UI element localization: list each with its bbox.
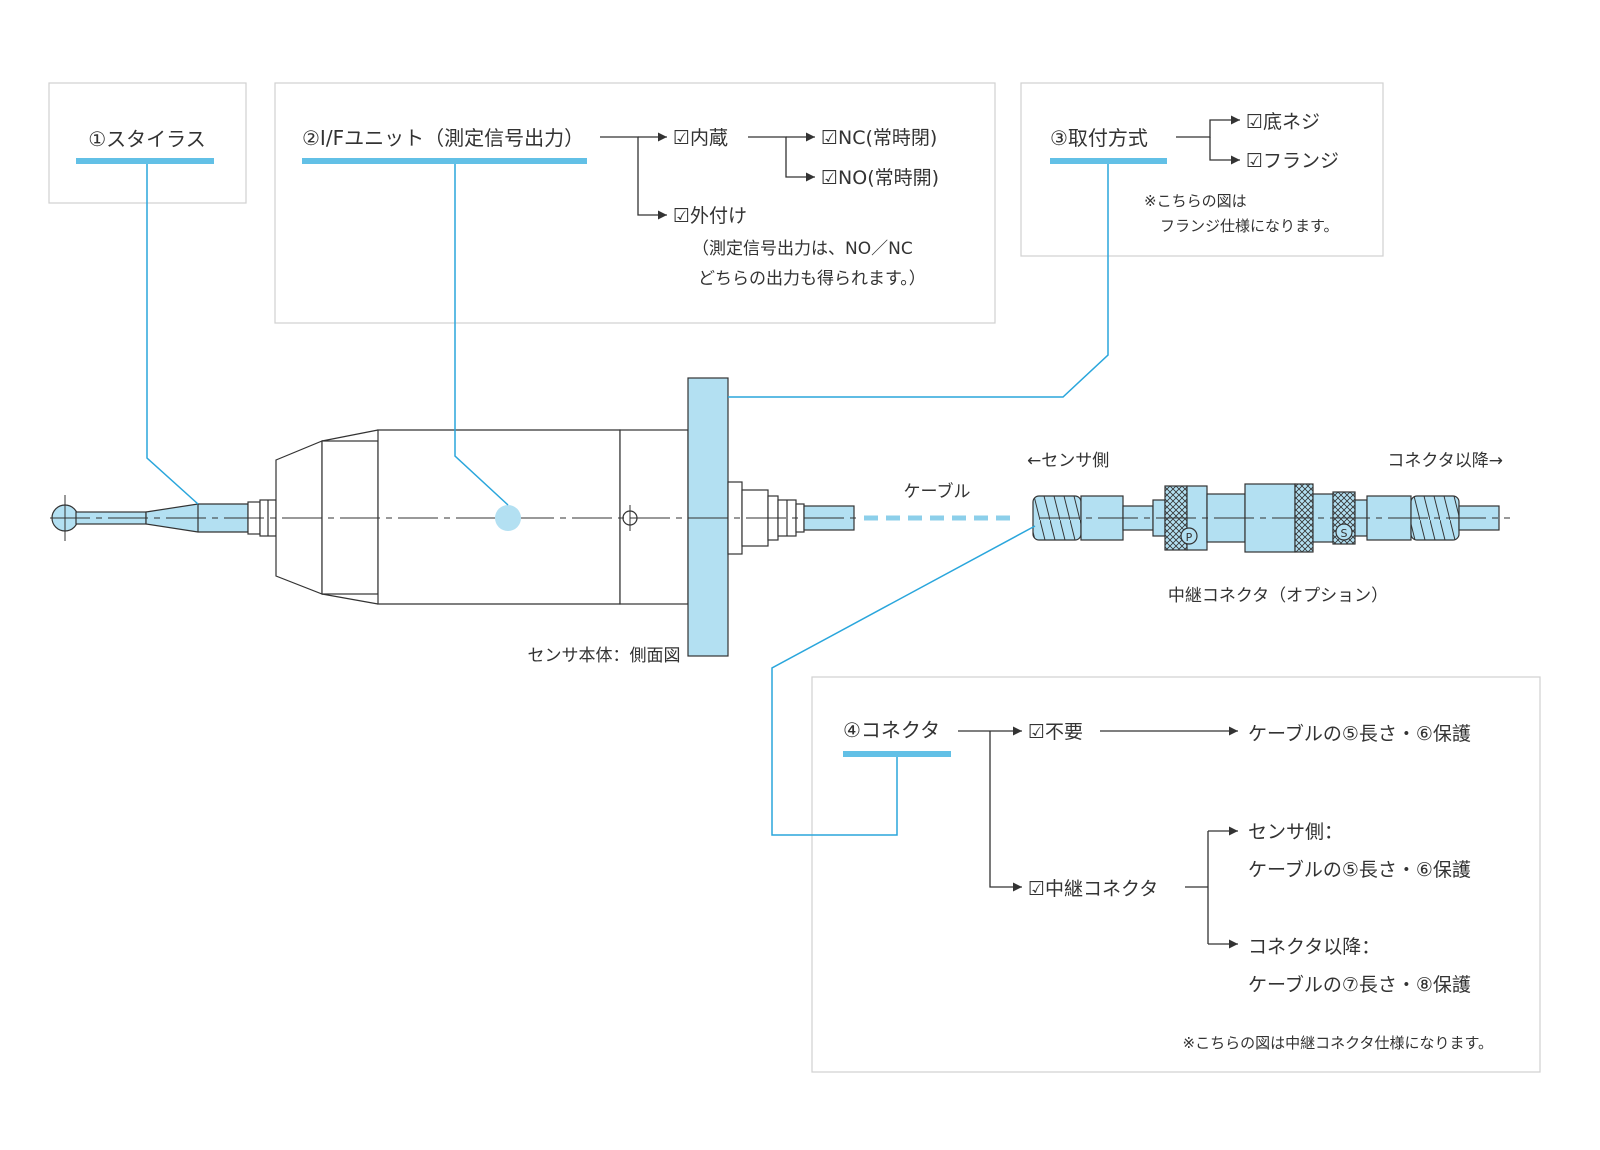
- opt-no-connector: ☑不要: [1028, 721, 1083, 743]
- leader-connector: [771, 525, 1036, 836]
- leader-stylus: [146, 164, 199, 505]
- connector-note: ※こちらの図は中継コネクタ仕様になります。: [1183, 1034, 1493, 1052]
- opt-external: ☑外付け: [673, 205, 747, 227]
- cable-label: ケーブル: [904, 481, 971, 502]
- sensor-side-label: センサ側：: [1248, 821, 1343, 843]
- relay-caption: 中継コネクタ（オプション）: [1168, 586, 1388, 606]
- mounting-note-2: フランジ仕様になります。: [1160, 217, 1339, 235]
- connector-underline: [843, 751, 951, 757]
- after-connector-label: コネクタ以降：: [1248, 936, 1380, 958]
- mark-p: P: [1186, 531, 1193, 544]
- stylus-underline: [76, 158, 214, 164]
- leader-mounting: [728, 164, 1109, 398]
- box-mounting: ③取付方式 ☑底ネジ ☑フランジ ※こちらの図は フランジ仕様になります。: [1020, 82, 1384, 257]
- box-if-unit: ②I/Fユニット（測定信号出力） ☑内蔵 ☑NC(常時閉) ☑NO(常時開) ☑…: [274, 82, 996, 324]
- sensor-side-result: ケーブルの⑤長さ・⑥保護: [1248, 858, 1471, 881]
- box-connector: ④コネクタ ☑不要 ケーブルの⑤長さ・⑥保護 ☑中継コネクタ センサ側： ケーブ…: [811, 676, 1541, 1073]
- opt-no: ☑NO(常時開): [821, 167, 939, 189]
- sensor-drawing: [50, 377, 856, 657]
- opt-no-connector-result: ケーブルの⑤長さ・⑥保護: [1248, 722, 1471, 745]
- opt-relay-connector: ☑中継コネクタ: [1028, 878, 1158, 900]
- mounting-note-1: ※こちらの図は: [1144, 192, 1247, 210]
- opt-bottom-screw: ☑底ネジ: [1246, 111, 1320, 133]
- relay-connector-drawing: [1032, 483, 1510, 553]
- leader-if-unit: [454, 164, 509, 506]
- after-connector-result: ケーブルの⑦長さ・⑧保護: [1248, 973, 1471, 996]
- opt-builtin: ☑内蔵: [673, 127, 728, 149]
- if-unit-title: ②I/Fユニット（測定信号出力）: [302, 126, 584, 150]
- mounting-title: ③取付方式: [1050, 126, 1148, 150]
- if-note-2: どちらの出力も得られます。）: [698, 269, 926, 289]
- if-unit-marker: [495, 505, 521, 531]
- leader-lines: [146, 164, 1109, 836]
- opt-flange: ☑フランジ: [1246, 150, 1339, 172]
- if-unit-underline: [302, 158, 587, 164]
- opt-nc: ☑NC(常時閉): [821, 127, 937, 149]
- sensor-side-arrow: ←センサ側: [1027, 451, 1109, 471]
- connector-title: ④コネクタ: [843, 718, 940, 742]
- sensor-caption: センサ本体：側面図: [528, 646, 681, 666]
- connector-after-arrow: コネクタ以降→: [1387, 451, 1503, 471]
- mark-s: S: [1341, 527, 1348, 540]
- flange: [687, 377, 729, 657]
- mounting-underline: [1050, 158, 1167, 164]
- box-stylus-title: ①スタイラス: [88, 127, 206, 151]
- if-note-1: （測定信号出力は、NO／NC: [692, 239, 913, 259]
